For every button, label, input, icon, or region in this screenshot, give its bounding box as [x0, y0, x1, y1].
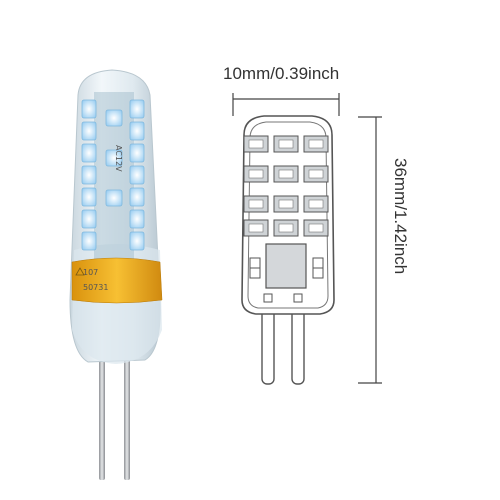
bulb-photo-pin-left: [99, 352, 105, 480]
diagram-solder-pads: [263, 293, 303, 303]
bulb-photo-led: [81, 143, 97, 163]
bulb-photo-sticker-triangle: [75, 267, 85, 276]
bulb-photo-sticker-line2: 50731: [83, 283, 108, 292]
bulb-photo-sticker: [71, 257, 163, 304]
width-dimension-line: [232, 93, 340, 116]
bulb-photo-led: [129, 99, 145, 119]
diagram-led-lens: [278, 199, 294, 209]
bulb-photo-pin-right: [124, 352, 130, 480]
diagram-led-lens: [248, 199, 264, 209]
diagram-led-lens: [308, 199, 324, 209]
bulb-photo-led: [81, 209, 97, 229]
bulb-photo-led: [129, 121, 145, 141]
bulb-photo-led: [81, 187, 97, 207]
height-dimension-line: [358, 116, 382, 384]
diagram-center-chip: [265, 243, 307, 289]
diagram-led-lens: [308, 169, 324, 179]
diagram-led-lens: [278, 139, 294, 149]
diagram-led-lens: [248, 139, 264, 149]
bulb-photo-led: [129, 143, 145, 163]
bulb-photo: AC12V 107 50731: [69, 69, 163, 480]
bulb-photo-leds: [81, 99, 145, 251]
bulb-photo-led: [81, 231, 97, 251]
diagram-led-lens: [278, 169, 294, 179]
bulb-photo-led: [81, 99, 97, 119]
height-label: 36mm/1.42inch: [391, 158, 410, 274]
diagram-side-components: [249, 257, 324, 279]
bulb-photo-led: [81, 121, 97, 141]
bulb-photo-led: [81, 165, 97, 185]
bulb-photo-chip-text: AC12V: [114, 145, 123, 172]
diagram-led-lens: [248, 169, 264, 179]
bulb-photo-led: [105, 109, 123, 127]
bulb-photo-led: [129, 209, 145, 229]
width-label: 10mm/0.39inch: [223, 64, 339, 83]
diagram-pins: [261, 299, 305, 385]
bulb-photo-led: [105, 149, 123, 167]
diagram-led-lens: [248, 223, 264, 233]
bulb-photo-led: [129, 187, 145, 207]
bulb-photo-led: [105, 189, 123, 207]
bulb-photo-led: [129, 231, 145, 251]
diagram-led-lens: [308, 223, 324, 233]
diagram-body-inner: [247, 121, 329, 309]
diagram-led-grid: [243, 135, 329, 237]
bulb-photo-led: [129, 165, 145, 185]
bulb-diagram: 10mm/0.39inch 36mm/1.42inch: [223, 64, 410, 385]
diagram-led-lens: [278, 223, 294, 233]
bulb-photo-sticker-line1: 107: [83, 268, 98, 277]
diagram-led-lens: [308, 139, 324, 149]
